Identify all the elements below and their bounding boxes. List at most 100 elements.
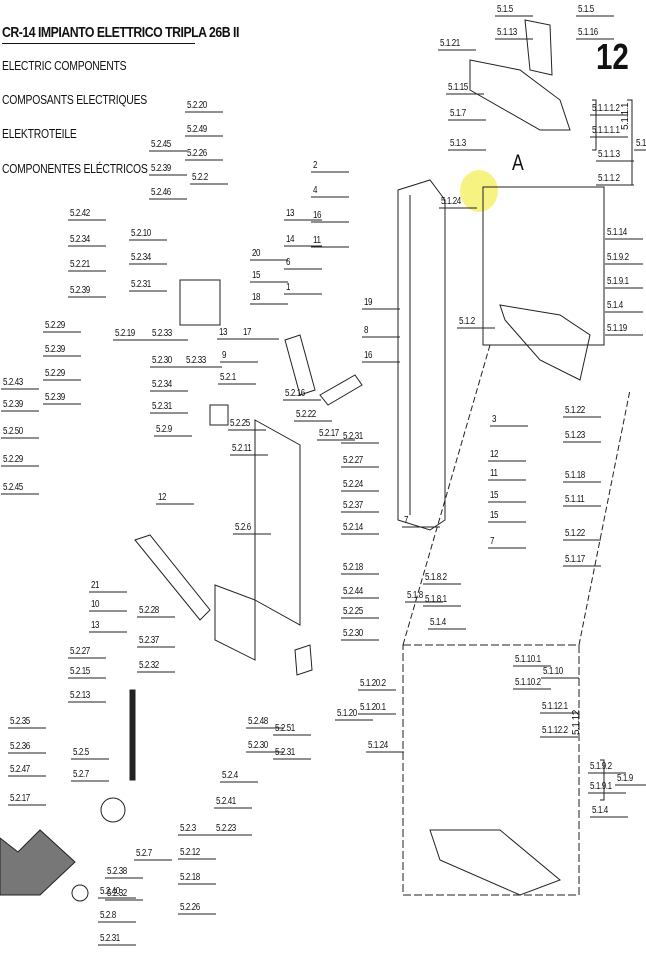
callout-label: 7 bbox=[490, 536, 495, 547]
callout-label: 15 bbox=[490, 490, 499, 501]
subtitle-es: COMPONENTES ELÉCTRICOS bbox=[2, 161, 148, 176]
callout-label: 5.1.12.2 bbox=[542, 725, 568, 736]
callout-label: 5.2.31 bbox=[152, 401, 172, 412]
callout-label: 5.2.5 bbox=[73, 747, 89, 758]
callout-label: 5.2.39 bbox=[70, 285, 90, 296]
callout-label: 17 bbox=[243, 327, 252, 338]
callout-label: 8 bbox=[364, 325, 369, 336]
callout-label: 21 bbox=[91, 580, 100, 591]
callout-label: 5.1.1.2 bbox=[598, 173, 620, 184]
callout-label: 5.2.45 bbox=[3, 482, 23, 493]
callout-label: 5.1.2 bbox=[459, 316, 475, 327]
callout-label: 5.2.33 bbox=[152, 328, 172, 339]
callout-label: 5.1.9.1 bbox=[607, 276, 629, 287]
callout-label: 12 bbox=[490, 449, 499, 460]
callout-label: 5.2.9 bbox=[156, 424, 172, 435]
callout-label: 5.2.48 bbox=[248, 716, 268, 727]
callout-label: 5.2.13 bbox=[70, 690, 90, 701]
callout-label: 5.2.45 bbox=[151, 139, 171, 150]
callout-label: 5.1.7 bbox=[450, 108, 466, 119]
callout-label: 16 bbox=[364, 350, 373, 361]
callout-label: 5.2.7 bbox=[73, 769, 89, 780]
frame-plate bbox=[397, 179, 446, 531]
motor-pulley bbox=[100, 797, 126, 823]
callout-label: 3 bbox=[492, 414, 497, 425]
callout-label: 5.2.44 bbox=[343, 586, 363, 597]
subtitle-en: ELECTRIC COMPONENTS bbox=[2, 58, 127, 73]
detail-letter: A bbox=[512, 150, 524, 175]
callout-label: 5.2.30 bbox=[343, 628, 363, 639]
callout-label: 5.2.24 bbox=[343, 479, 363, 490]
callout-label: 10 bbox=[91, 599, 100, 610]
callout-label: 5.1.9.1 bbox=[590, 781, 612, 792]
callout-label: 5.1.11 bbox=[565, 494, 585, 505]
callout-label: 5.1.8.1 bbox=[425, 594, 447, 605]
cylinder bbox=[284, 334, 316, 396]
callout-label: 5.2.30 bbox=[152, 355, 172, 366]
callout-label: 5.2.30 bbox=[248, 740, 268, 751]
callout-label: 5.1.19 bbox=[607, 323, 627, 334]
callout-label: 5.2.22 bbox=[296, 409, 316, 420]
callout-label: 5.2.31 bbox=[131, 279, 151, 290]
page-number: 12 bbox=[596, 36, 629, 77]
callout-label: 5.2.39 bbox=[151, 163, 171, 174]
callout-label: 5.1.17 bbox=[565, 554, 585, 565]
callout-label: 5.1.20.1 bbox=[360, 702, 386, 713]
callout-label: 5.1.18 bbox=[565, 470, 585, 481]
callout-label: 19 bbox=[364, 297, 373, 308]
callout-label: 5.2.8 bbox=[100, 910, 116, 921]
callout-label: 1 bbox=[286, 282, 291, 293]
callout-label: 5.2.36 bbox=[10, 741, 30, 752]
callout-label: 5.2.27 bbox=[70, 646, 90, 657]
callout-label: 5.1.4 bbox=[592, 805, 608, 816]
callout-label: 5.2.10 bbox=[131, 228, 151, 239]
highlight-marker bbox=[460, 170, 498, 212]
callout-label: 5.2.19 bbox=[115, 328, 135, 339]
callout-label: 5.2.20 bbox=[187, 100, 207, 111]
callout-label: 5.1.9 bbox=[617, 773, 633, 784]
callout-label: 5.2.15 bbox=[70, 666, 90, 677]
contactor-block bbox=[179, 279, 221, 326]
callout-label: 7 bbox=[404, 515, 409, 526]
callout-label: 20 bbox=[252, 248, 261, 259]
callout-label: 5.1.1.1.2 bbox=[592, 103, 620, 114]
callout-label: 5.1.24 bbox=[441, 196, 461, 207]
callout-label: 5.1.15 bbox=[448, 82, 468, 93]
callout-label: 5.2.42 bbox=[70, 208, 90, 219]
callout-label: 5.2.16 bbox=[285, 388, 305, 399]
callout-label: 18 bbox=[252, 292, 261, 303]
callout-label: 5.1.22 bbox=[565, 405, 585, 416]
callout-label: 5.1.10.2 bbox=[515, 677, 541, 688]
mounting-plate bbox=[469, 59, 571, 131]
callout-label: 5.2.29 bbox=[45, 368, 65, 379]
detail-box bbox=[482, 186, 605, 346]
callout-label: 5.1.16 bbox=[578, 27, 598, 38]
callout-label: 5.1.12.1 bbox=[542, 701, 568, 712]
callout-label: 5.1.20.2 bbox=[360, 678, 386, 689]
callout-label: 11 bbox=[490, 468, 498, 479]
callout-label: 5.2.25 bbox=[230, 418, 250, 429]
callout-label: 5.2.18 bbox=[343, 562, 363, 573]
callout-label: 5.2.12 bbox=[180, 847, 200, 858]
callout-label: 5.2.46 bbox=[151, 187, 171, 198]
callout-label: 5.2.33 bbox=[186, 355, 206, 366]
callout-label: 5.1.8.2 bbox=[425, 572, 447, 583]
callout-label: 5.2.34 bbox=[131, 252, 151, 263]
callout-label: 5.1.9.2 bbox=[607, 252, 629, 263]
callout-label: 5.2.39 bbox=[3, 399, 23, 410]
callout-label: 5.2.38 bbox=[107, 866, 127, 877]
callout-label: 9 bbox=[222, 350, 227, 361]
callout-label: 5.2.31 bbox=[343, 431, 363, 442]
callout-label: 5.2.4 bbox=[222, 770, 238, 781]
callout-label: 15 bbox=[490, 510, 499, 521]
callout-label: 5.1.22 bbox=[565, 528, 585, 539]
callout-label: 4 bbox=[313, 185, 318, 196]
callout-label: 12 bbox=[158, 492, 167, 503]
callout-label: 5.2.26 bbox=[187, 148, 207, 159]
callout-label: 15 bbox=[252, 270, 261, 281]
callout-label: 14 bbox=[286, 234, 295, 245]
callout-label: 11 bbox=[313, 235, 321, 246]
callout-label: 5.2.25 bbox=[343, 606, 363, 617]
callout-label: 5.2.29 bbox=[45, 320, 65, 331]
